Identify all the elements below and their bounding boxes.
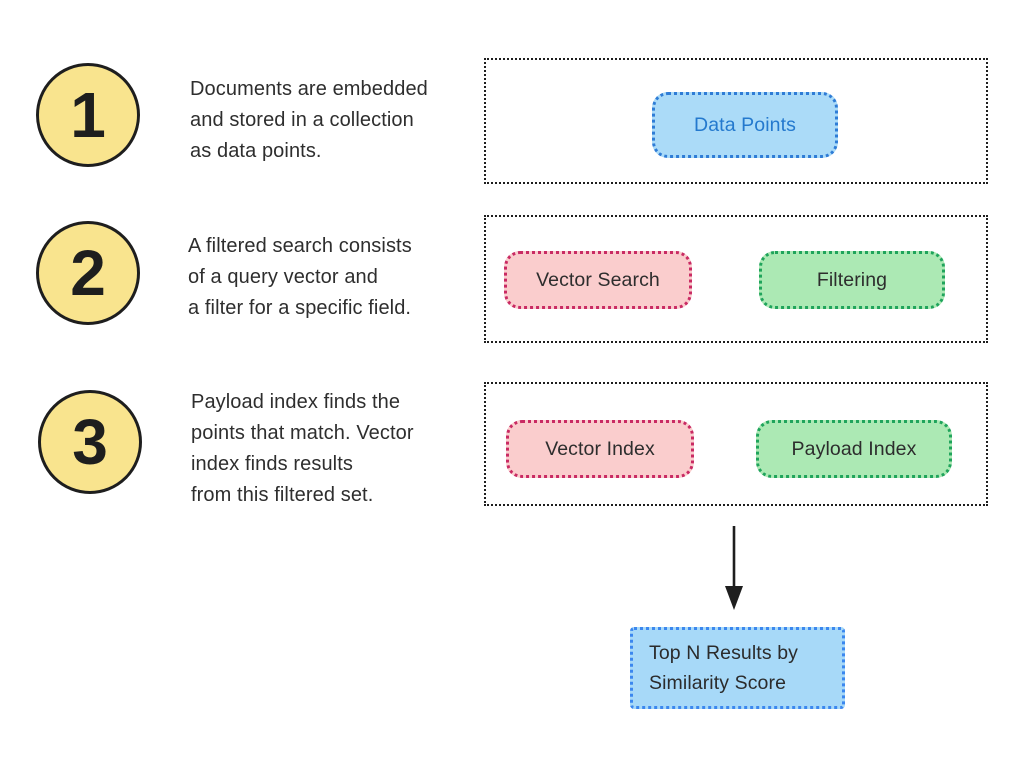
- vector-index-node: Vector Index: [506, 420, 694, 478]
- filtering-node: Filtering: [759, 251, 945, 309]
- top-n-results-node: Top N Results by Similarity Score: [630, 627, 845, 709]
- data-points-node: Data Points: [652, 92, 838, 158]
- vector-index-label: Vector Index: [545, 437, 655, 460]
- step-1-number: 1: [70, 79, 106, 151]
- filtering-label: Filtering: [816, 268, 888, 291]
- down-arrow-icon: [725, 526, 743, 610]
- step-1-description: Documents are embedded and stored in a c…: [190, 78, 428, 162]
- step-2-number: 2: [70, 237, 106, 309]
- step-3-number-badge: 3: [38, 390, 142, 494]
- step-2-number-badge: 2: [36, 221, 140, 325]
- step-2-description: A filtered search consists of a query ve…: [188, 235, 412, 319]
- top-n-results-label: Top N Results by Similarity Score: [649, 642, 798, 694]
- stage-3-container: Vector Index Payload Index: [484, 382, 988, 506]
- payload-index-node: Payload Index: [756, 420, 952, 478]
- data-points-label: Data Points: [694, 113, 796, 136]
- payload-index-label: Payload Index: [791, 437, 917, 460]
- stage-2-container: Vector Search Filtering: [484, 215, 988, 343]
- vector-search-node: Vector Search: [504, 251, 692, 309]
- step-1-number-badge: 1: [36, 63, 140, 167]
- vector-search-label: Vector Search: [536, 268, 660, 291]
- stage-1-container: Data Points: [484, 58, 988, 184]
- step-3-number: 3: [72, 406, 108, 478]
- step-3-description: Payload index finds the points that matc…: [191, 391, 414, 506]
